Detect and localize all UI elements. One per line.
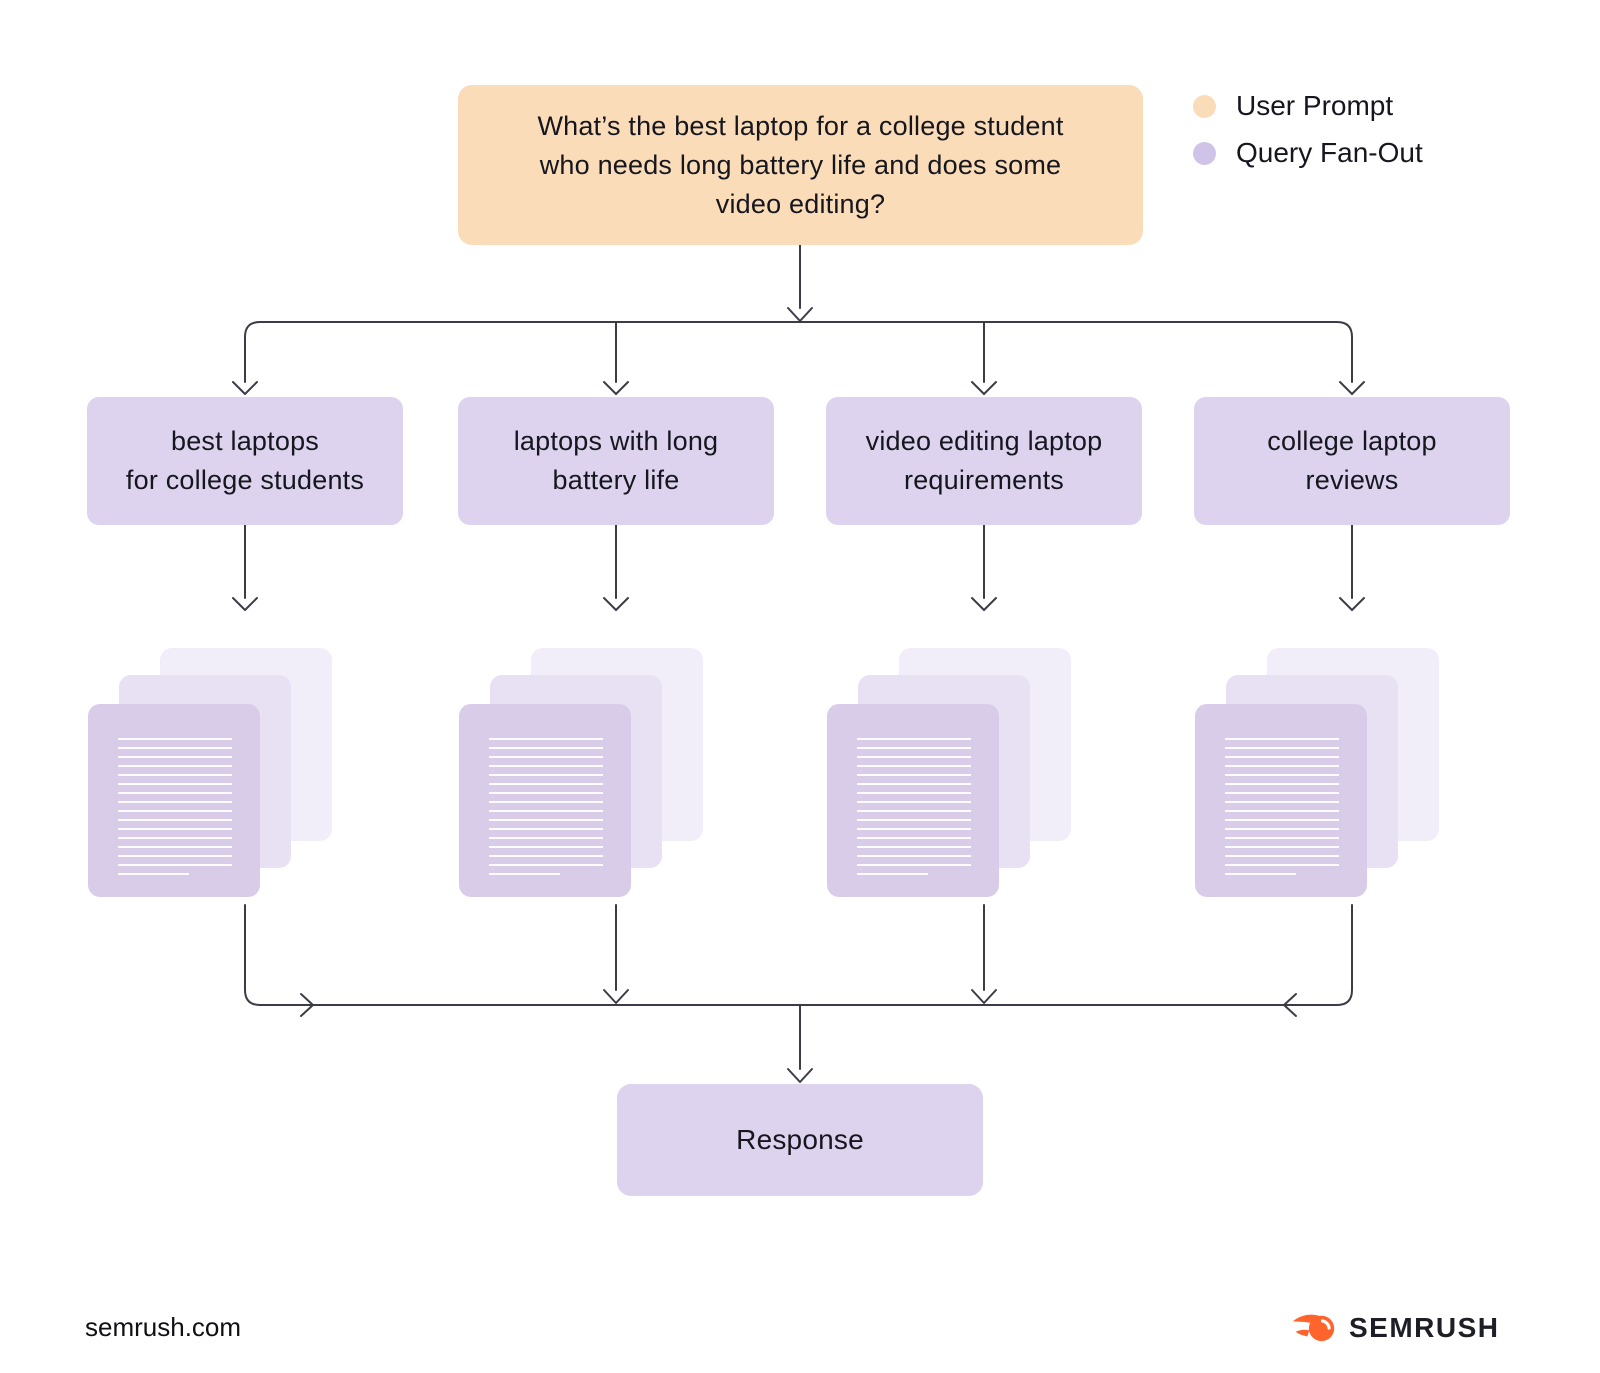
arrowhead-down-icon <box>971 989 997 1004</box>
document-card-front <box>88 704 260 897</box>
response-label: Response <box>736 1124 864 1155</box>
site-url-text: semrush.com <box>85 1312 242 1342</box>
legend-item-query-fanout: Query Fan-Out <box>1193 137 1423 169</box>
arrowhead-down-icon <box>971 381 997 395</box>
query-label: video editing laptop requirements <box>865 426 1103 495</box>
user-prompt-dot-icon <box>1193 94 1216 118</box>
document-card-front <box>459 704 631 897</box>
document-text-lines <box>118 738 232 875</box>
response-box: Response <box>617 1084 983 1196</box>
query-box-college-reviews: college laptop reviews <box>1194 397 1510 525</box>
document-text-lines <box>489 738 603 875</box>
semrush-brand-lockup: SEMRUSH <box>1291 1311 1500 1344</box>
retrieved-docs-stack-2 <box>459 648 705 898</box>
arrowhead-down-icon <box>232 381 258 395</box>
query-label: laptops with long battery life <box>513 426 719 495</box>
document-text-lines <box>857 738 971 875</box>
user-prompt-box: What’s the best laptop for a college stu… <box>458 85 1143 245</box>
document-card-front <box>827 704 999 897</box>
query-fanout-dot-icon <box>1193 141 1216 165</box>
legend-label: User Prompt <box>1236 90 1394 121</box>
arrowhead-left-icon <box>1283 993 1297 1017</box>
arrowhead-down-icon <box>603 989 629 1004</box>
legend-label: Query Fan-Out <box>1236 137 1423 168</box>
query-box-best-laptops: best laptops for college students <box>87 397 403 525</box>
arrowhead-down-icon <box>787 1068 813 1083</box>
retrieved-docs-stack-4 <box>1195 648 1441 898</box>
document-card-front <box>1195 704 1367 897</box>
user-prompt-text: What’s the best laptop for a college stu… <box>537 110 1064 219</box>
arrowhead-down-icon <box>232 597 258 611</box>
connector-branch-bar <box>244 321 1353 383</box>
arrowhead-down-icon <box>1339 597 1365 611</box>
query-label: best laptops for college students <box>125 426 365 495</box>
connector-branch-inner <box>615 321 985 383</box>
connector-query-to-docs <box>244 524 1353 599</box>
semrush-logo-icon <box>1292 1314 1335 1342</box>
connector-merge-bar <box>244 904 1353 1006</box>
document-text-lines <box>1225 738 1339 875</box>
legend-item-user-prompt: User Prompt <box>1193 90 1423 122</box>
connector-merge-inner <box>615 904 985 991</box>
query-box-video-editing: video editing laptop requirements <box>826 397 1142 525</box>
arrowhead-down-icon <box>603 381 629 395</box>
arrowhead-down-icon <box>971 597 997 611</box>
semrush-brand-text: SEMRUSH <box>1349 1311 1500 1343</box>
arrowhead-down-icon <box>1339 381 1365 395</box>
arrowhead-right-icon <box>300 993 314 1017</box>
arrowhead-down-icon <box>787 307 813 322</box>
retrieved-docs-stack-1 <box>88 648 334 898</box>
query-label: college laptop reviews <box>1267 426 1437 495</box>
retrieved-docs-stack-3 <box>827 648 1073 898</box>
legend: User Prompt Query Fan-Out <box>1193 90 1423 169</box>
arrowhead-down-icon <box>603 597 629 611</box>
query-box-long-battery: laptops with long battery life <box>458 397 774 525</box>
